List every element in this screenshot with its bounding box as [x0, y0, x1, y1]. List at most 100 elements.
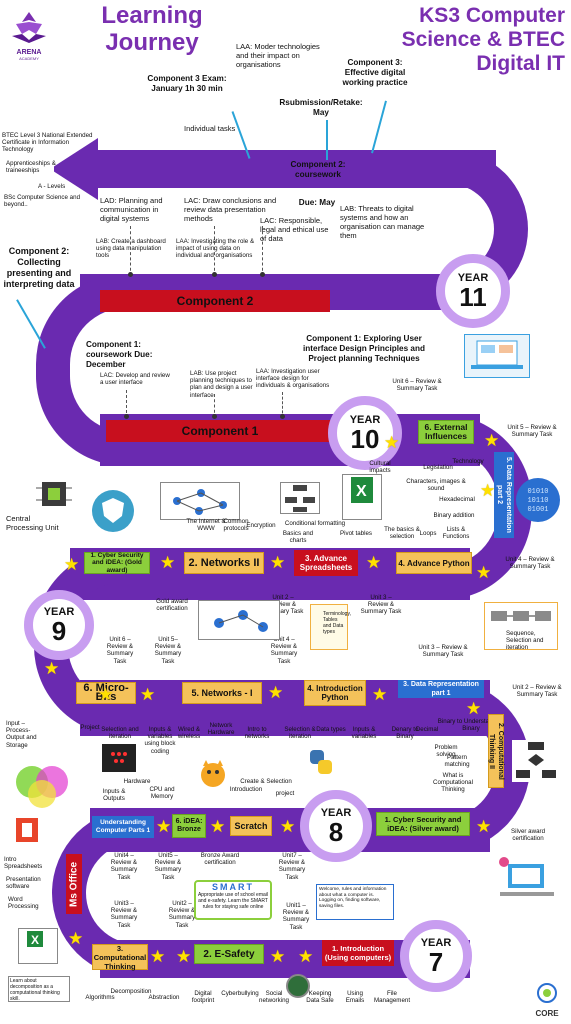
- connector: [214, 226, 215, 276]
- page-title-left: Learning Journey: [101, 2, 203, 56]
- road-arrow-head: [50, 138, 98, 200]
- year9-unit3-review: Unit 3 – Review & Summary Task: [360, 594, 402, 616]
- component2-title: Component 2: Collecting presenting and i…: [3, 246, 75, 289]
- project: Project: [80, 724, 100, 731]
- scratch-cat-illustration: [196, 758, 230, 790]
- flowchart-ct-icon: [516, 742, 556, 778]
- ms-office: Ms Office: [66, 854, 82, 914]
- python-logo-illustration: [306, 748, 336, 778]
- e-safety: 2. E-Safety: [194, 944, 264, 964]
- microbit-illustration: [102, 744, 136, 772]
- bronze-cert: Bronze Award certification: [200, 852, 240, 867]
- component1-coursework: Component 1: coursework Due: December: [86, 340, 153, 369]
- y7-unit3-review: Unit3 – Review & Summary Task: [110, 900, 138, 929]
- logo-name: ARENA: [16, 49, 42, 56]
- basics-selection: The basics & selection: [384, 526, 420, 541]
- shield-icon: [102, 498, 124, 523]
- star-icon: ★: [372, 685, 388, 704]
- data-rep-1-label: 3. Data Representation part 1: [403, 681, 479, 697]
- cultural-impacts: Cultural impacts: [369, 460, 391, 475]
- venn-icon: [16, 766, 68, 808]
- year9-label: YEAR: [43, 605, 75, 618]
- star-icon: ★: [270, 947, 286, 966]
- keeping-data-safe: Keeping Data Safe: [306, 990, 334, 1005]
- lac-responsible: LAC: Responsible, legal and ethical use …: [260, 216, 329, 243]
- star-icon: ★: [280, 817, 296, 836]
- star-icon: ★: [480, 481, 496, 500]
- year9-badge: YEAR 9: [24, 590, 94, 660]
- data-rep-1: 3. Data Representation part 1: [398, 680, 484, 698]
- abstraction: Abstraction: [148, 994, 180, 1001]
- year10-unit6-review: Unit 6 – Review & Summary Task: [392, 378, 442, 393]
- microbit-icon: [111, 752, 127, 763]
- selection-iteration: Selection and iteration: [101, 726, 139, 741]
- scratch-label: Scratch: [234, 820, 268, 831]
- component1-bar: Component 1: [106, 420, 334, 442]
- sequence-label: Sequence, Selection and iteration: [506, 630, 544, 652]
- comp-thinking: 3. Computational Thinking: [92, 944, 148, 971]
- sequence-illustration: [484, 602, 558, 650]
- arrow-point-2: Apprenticeships & traineeships: [6, 160, 56, 175]
- star-icon: ★: [484, 431, 500, 450]
- office-icon: [22, 823, 32, 837]
- project-y8: project: [275, 790, 295, 797]
- terminology-label: Terminology, Tables and Data types: [323, 611, 351, 635]
- intro-networks: Intro to networks: [244, 726, 270, 741]
- decomp-note: Learn about decomposition as a computati…: [8, 976, 70, 1002]
- due-may: Due: May: [298, 198, 336, 207]
- micro-bits: 6. Micro-Bits: [76, 682, 136, 704]
- pivot-tables: Pivot tables: [340, 530, 372, 537]
- arrow-point-4: BSc Computer Science and beyond..: [4, 194, 81, 209]
- connector: [214, 394, 215, 418]
- laptop-illustration: [464, 334, 530, 378]
- network-diagram-illustration: [160, 482, 240, 520]
- cpu-illustration: [34, 476, 74, 512]
- binary-addition: Binary addition: [433, 512, 475, 519]
- flowchart-illustration: [280, 482, 320, 514]
- adv-python: 4. Advance Python: [396, 552, 472, 574]
- y8-unit2-review: Unit 2 – Review & Summary Task: [512, 684, 562, 699]
- decimal: Decimal: [415, 726, 439, 733]
- component2-tick: [16, 299, 46, 349]
- data-types: Data types: [316, 726, 346, 733]
- resub-tick: [326, 120, 328, 160]
- connector-dot: [260, 272, 265, 277]
- welcome-text: Welcome, rules and information about wha…: [319, 887, 387, 909]
- year7-label: YEAR: [420, 936, 452, 949]
- pattern-matching: Pattern matching: [444, 754, 470, 769]
- sequence-icon: [491, 611, 551, 621]
- year10-label: YEAR: [349, 413, 381, 426]
- ms-office-label: Ms Office: [68, 861, 80, 907]
- year7-number: 7: [428, 946, 444, 977]
- lac-draw: LAC: Draw conclusions and review data pr…: [184, 196, 277, 223]
- star-icon: ★: [44, 659, 60, 678]
- individual-tasks: Individual tasks: [184, 124, 236, 133]
- input-process-output: Input – Process-Output and Storage: [6, 720, 37, 749]
- cpu-label: Central Processing Unit: [6, 514, 59, 532]
- star-icon: ★: [466, 699, 482, 718]
- what-is-ct: What is Computational Thinking: [433, 772, 473, 794]
- legislation: Legislation: [423, 464, 453, 471]
- network1-illustration: [198, 600, 280, 640]
- core-logo-icon: [537, 983, 557, 1003]
- excel-illustration: X: [342, 474, 382, 520]
- cpu-icon: [36, 482, 72, 506]
- external-influences: 6. External Influences: [418, 420, 474, 444]
- y8-unit3-review: Unit 3 – Review & Summary Task: [418, 644, 468, 659]
- arrow-point-3: A - Levels: [38, 183, 66, 190]
- data-rep2-label: 5. Data Representation part 2: [496, 457, 512, 533]
- connector-dot: [128, 272, 133, 277]
- core-logo: CORE: [528, 982, 566, 1020]
- inputs-variables: Inputs & variables: [351, 726, 377, 741]
- connector-dot: [212, 272, 217, 277]
- laa-investigation: LAA: Investigation user interface design…: [256, 368, 330, 390]
- year11-badge: YEAR 11: [436, 254, 510, 328]
- network-diagram-icon: [173, 489, 227, 515]
- year11-label: YEAR: [457, 271, 489, 284]
- micro-bits-label: 6. Micro-Bits: [83, 682, 129, 703]
- excel-y7-illustration: X: [18, 928, 58, 964]
- page-title-right: KS3 Computer Science & BTEC Digital IT: [401, 4, 565, 75]
- basics-charts: Basics and charts: [282, 530, 314, 545]
- component1-title: Component 1: Exploring User interface De…: [303, 334, 425, 363]
